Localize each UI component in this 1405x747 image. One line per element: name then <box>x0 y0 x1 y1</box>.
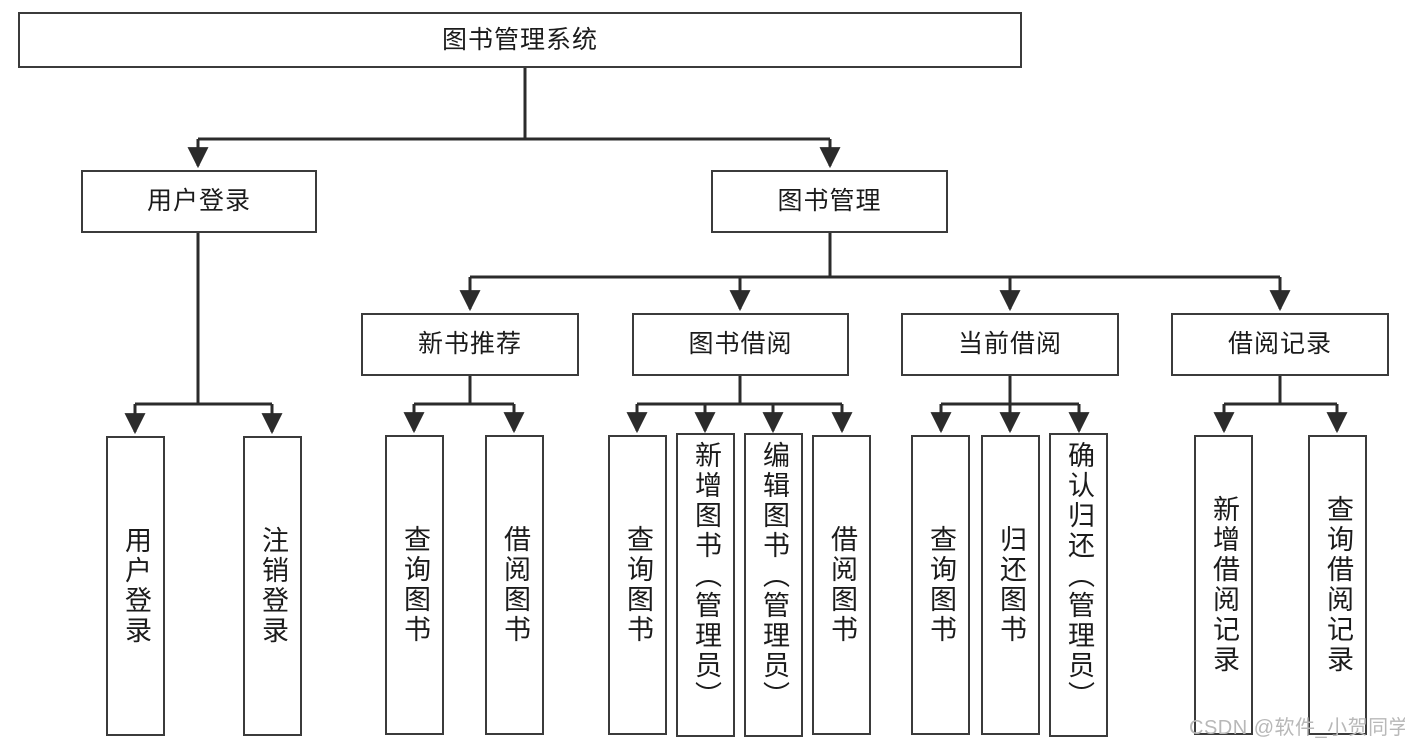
node-leaf-add-book[interactable]: 新增图书（管理员） <box>676 433 735 737</box>
node-leaf-borrow-book-1[interactable]: 借阅图书 <box>485 435 544 735</box>
node-book-borrow[interactable]: 图书借阅 <box>632 313 849 376</box>
node-label: 借阅图书 <box>827 525 857 645</box>
node-label: 归还图书 <box>996 525 1026 645</box>
node-label: 借阅记录 <box>1227 330 1332 358</box>
node-label: 新增借阅记录 <box>1209 495 1239 675</box>
node-label: 确认归还（管理员） <box>1064 441 1094 711</box>
node-leaf-borrow-book-2[interactable]: 借阅图书 <box>812 435 871 735</box>
node-current-borrow[interactable]: 当前借阅 <box>901 313 1119 376</box>
node-label: 当前借阅 <box>957 330 1062 358</box>
node-book-manage[interactable]: 图书管理 <box>711 170 948 233</box>
node-new-book-recommend[interactable]: 新书推荐 <box>361 313 579 376</box>
node-leaf-user-login[interactable]: 用户登录 <box>106 436 165 736</box>
node-user-login[interactable]: 用户登录 <box>81 170 317 233</box>
node-borrow-record[interactable]: 借阅记录 <box>1171 313 1389 376</box>
node-leaf-return-book[interactable]: 归还图书 <box>981 435 1040 735</box>
node-label: 查询图书 <box>400 525 430 645</box>
node-leaf-edit-book[interactable]: 编辑图书（管理员） <box>744 433 803 737</box>
node-leaf-confirm-return[interactable]: 确认归还（管理员） <box>1049 433 1108 737</box>
node-label: 注销登录 <box>258 526 288 646</box>
node-label: 用户登录 <box>146 187 251 215</box>
node-label: 新增图书（管理员） <box>691 441 721 711</box>
node-leaf-logout-login[interactable]: 注销登录 <box>243 436 302 736</box>
node-label: 查询图书 <box>926 525 956 645</box>
node-label: 新书推荐 <box>417 330 522 358</box>
node-leaf-query-book-3[interactable]: 查询图书 <box>911 435 970 735</box>
node-label: 图书借阅 <box>688 330 793 358</box>
node-label: 图书管理系统 <box>441 25 598 54</box>
node-leaf-query-book-2[interactable]: 查询图书 <box>608 435 667 735</box>
node-leaf-query-record[interactable]: 查询借阅记录 <box>1308 435 1367 735</box>
node-label: 查询图书 <box>623 525 653 645</box>
node-label: 编辑图书（管理员） <box>759 441 789 711</box>
node-leaf-add-record[interactable]: 新增借阅记录 <box>1194 435 1253 735</box>
node-leaf-query-book-1[interactable]: 查询图书 <box>385 435 444 735</box>
node-label: 查询借阅记录 <box>1323 495 1353 675</box>
node-label: 用户登录 <box>121 526 151 646</box>
node-root-system[interactable]: 图书管理系统 <box>18 12 1022 68</box>
node-label: 借阅图书 <box>500 525 530 645</box>
node-label: 图书管理 <box>777 187 882 215</box>
